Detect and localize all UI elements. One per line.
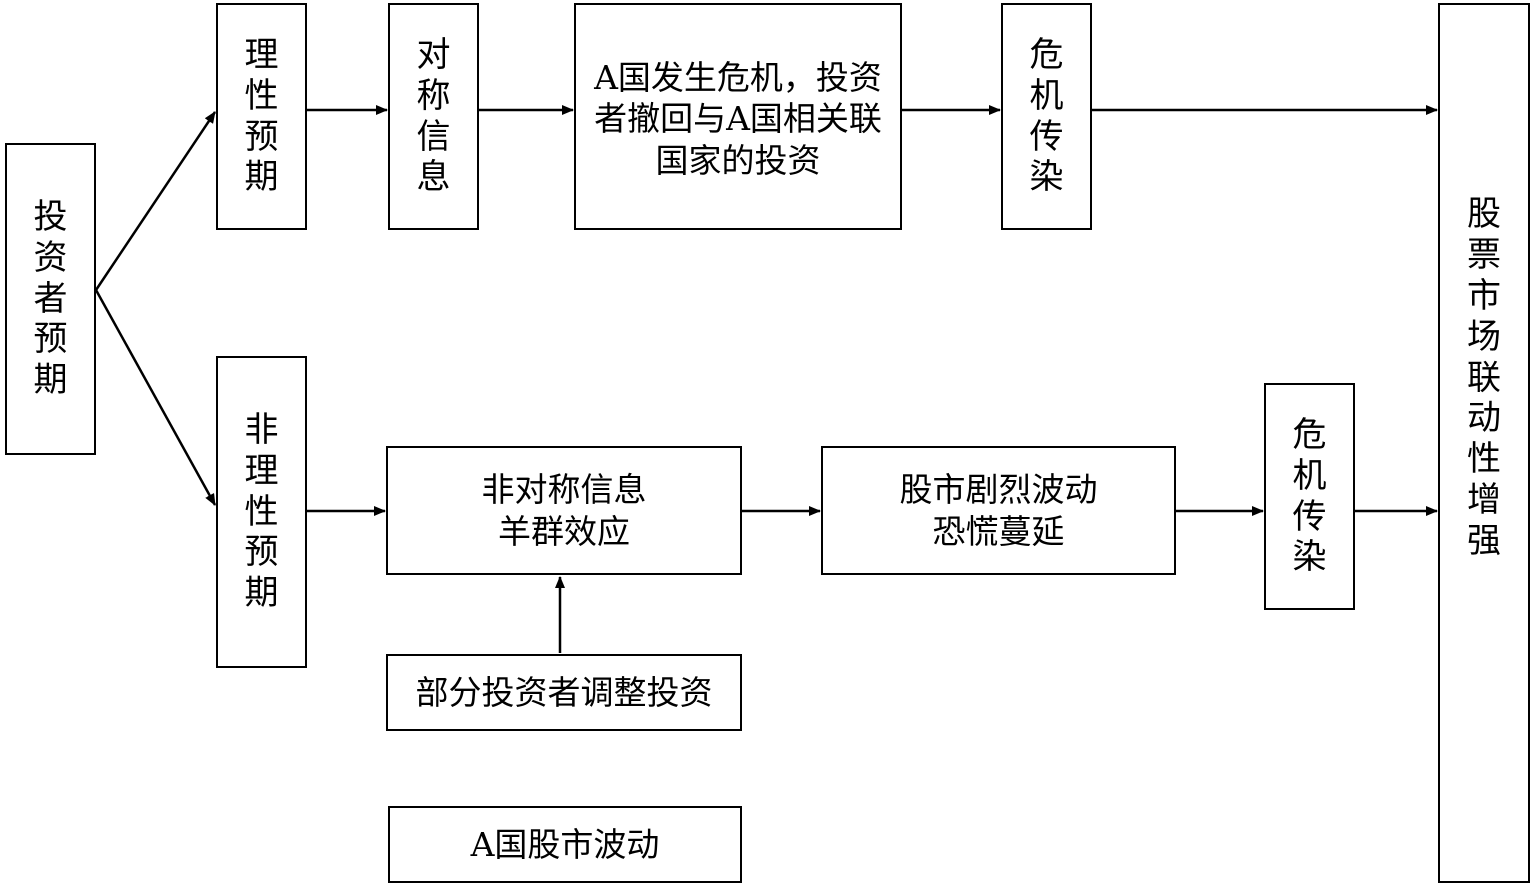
node-irrational-expectation: 非理性预期	[216, 356, 307, 668]
node-rational-expectation-label: 理性预期	[244, 34, 279, 198]
node-irrational-expectation-label: 非理性预期	[244, 410, 279, 614]
arrow-investor-to-rational	[94, 111, 217, 291]
node-crisis-withdraw: A国发生危机，投资 者撤回与A国相关联 国家的投资	[574, 3, 902, 230]
node-stock-turmoil: 股市剧烈波动 恐慌蔓延	[821, 446, 1176, 575]
node-rational-expectation: 理性预期	[216, 3, 307, 230]
node-investor-expectation: 投资者预期	[5, 143, 96, 455]
node-symmetric-info: 对称信息	[388, 3, 479, 230]
node-contagion-top: 危机传染	[1001, 3, 1092, 230]
node-country-a-fluctuation: A国股市波动	[388, 806, 742, 883]
node-investor-expectation-label: 投资者预期	[33, 197, 68, 401]
node-country-a-fluctuation-label: A国股市波动	[470, 824, 660, 864]
node-contagion-bottom-label: 危机传染	[1292, 414, 1327, 578]
node-asymmetric-herd: 非对称信息 羊群效应	[386, 446, 742, 575]
node-symmetric-info-label: 对称信息	[416, 34, 451, 198]
node-linkage-enhanced: 股票市场联动性增强	[1438, 3, 1530, 883]
node-contagion-top-label: 危机传染	[1029, 34, 1064, 198]
node-crisis-withdraw-label: A国发生危机，投资 者撤回与A国相关联 国家的投资	[594, 58, 882, 180]
node-contagion-bottom: 危机传染	[1264, 383, 1355, 610]
node-partial-adjust-label: 部分投资者调整投资	[415, 672, 713, 712]
node-linkage-enhanced-label: 股票市场联动性增强	[1466, 194, 1501, 561]
node-stock-turmoil-label: 股市剧烈波动 恐慌蔓延	[899, 470, 1098, 551]
arrow-investor-to-irrational	[94, 289, 217, 506]
node-partial-adjust: 部分投资者调整投资	[386, 654, 742, 731]
node-asymmetric-herd-label: 非对称信息 羊群效应	[481, 470, 647, 551]
